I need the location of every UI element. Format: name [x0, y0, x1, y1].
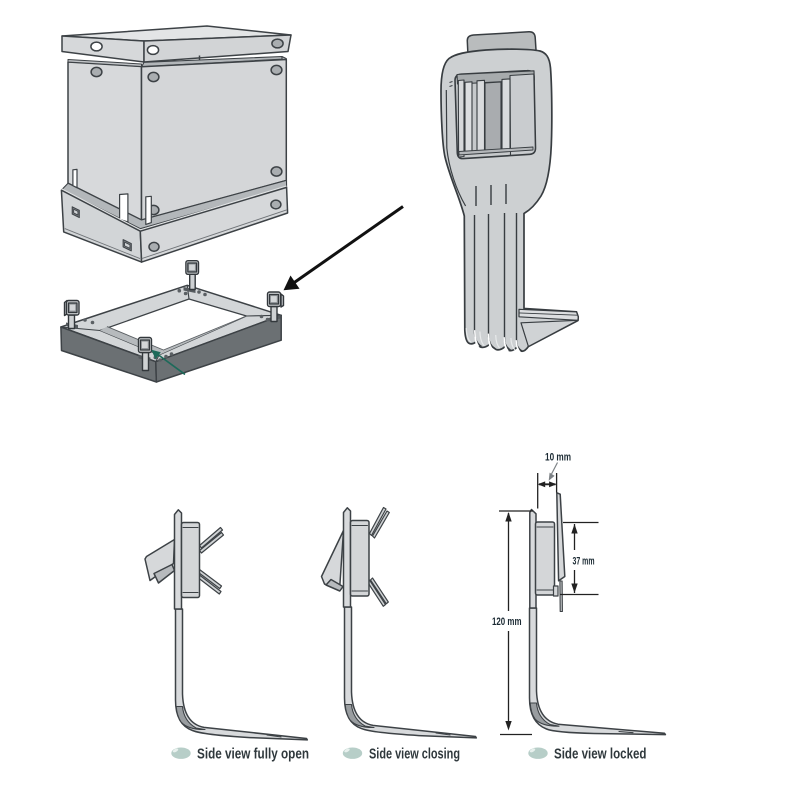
svg-text:120 mm: 120 mm: [492, 616, 522, 628]
svg-text:37 mm: 37 mm: [573, 556, 595, 568]
svg-text:Side view locked: Side view locked: [554, 746, 647, 762]
svg-text:Side view closing: Side view closing: [369, 746, 460, 762]
svg-text:Side view fully open: Side view fully open: [197, 746, 309, 762]
svg-text:10 mm: 10 mm: [545, 452, 571, 464]
